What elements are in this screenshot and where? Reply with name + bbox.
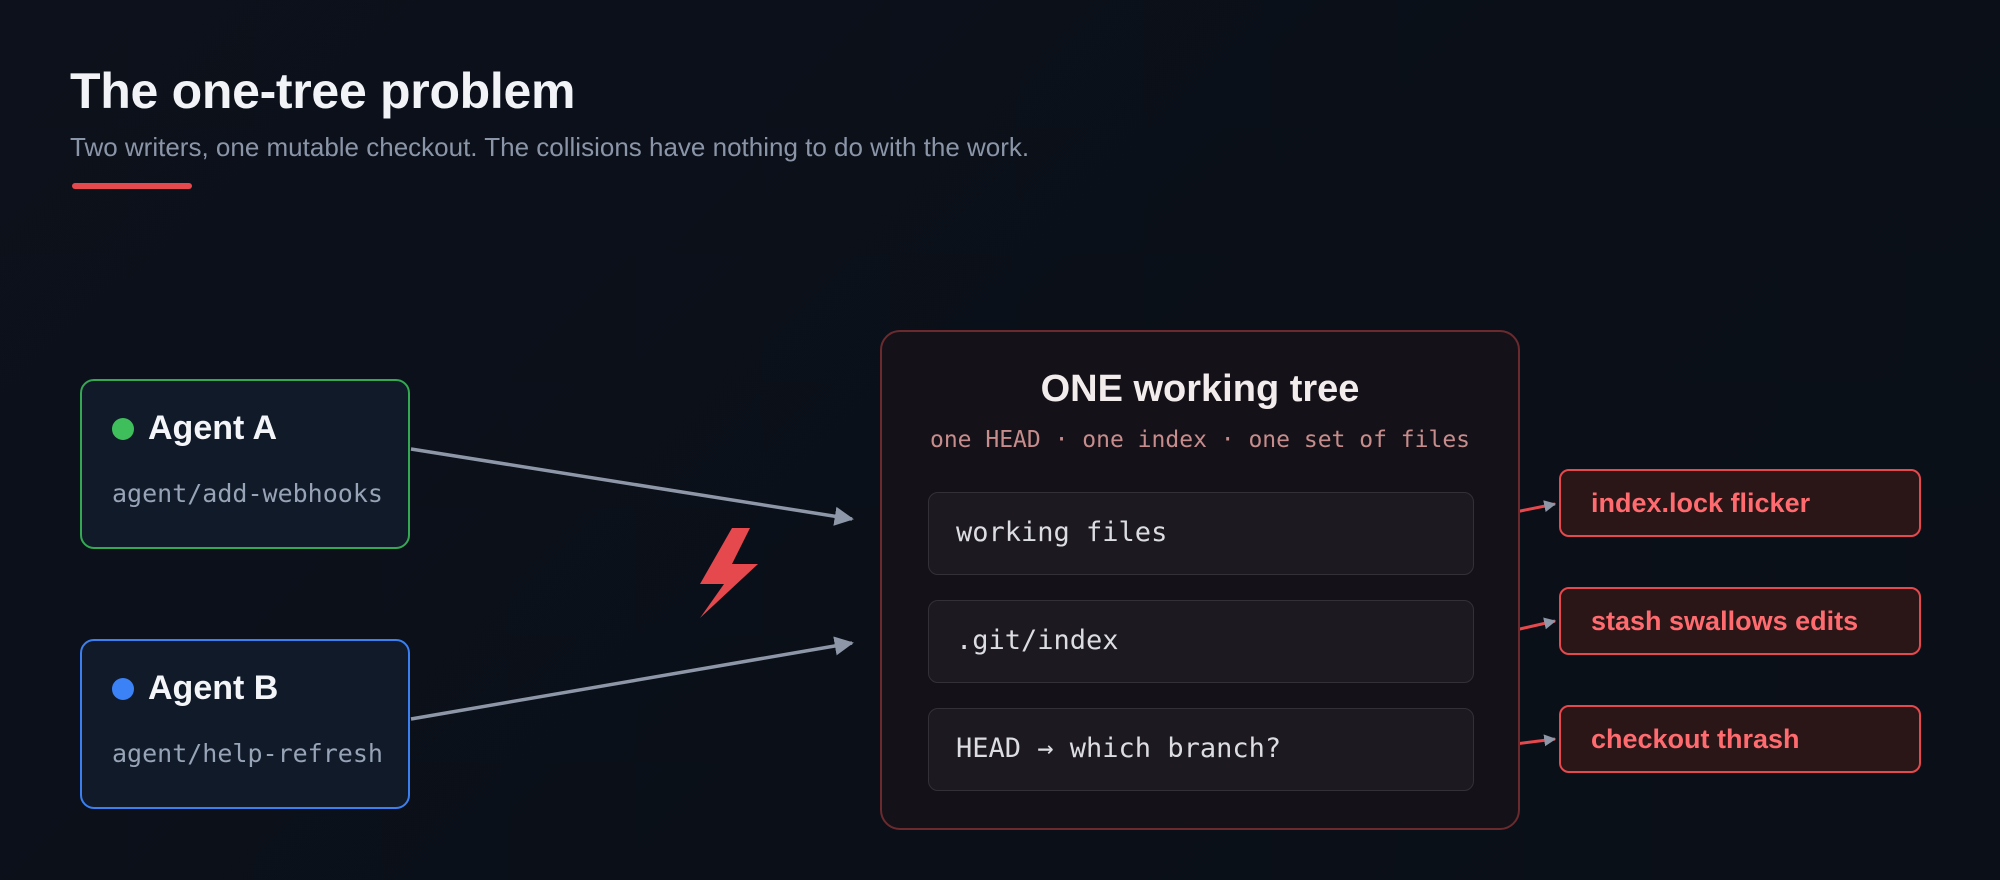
working-tree-title: ONE working tree: [1040, 368, 1360, 410]
agent-b-card: Agent B agent/help-refresh: [80, 639, 410, 809]
symptom-stash-swallows-edits: stash swallows edits: [1559, 587, 1921, 655]
working-tree-subtitle: one HEAD · one index · one set of files: [929, 427, 1471, 453]
diagram-title: The one-tree problem: [70, 63, 576, 119]
symptom-checkout-thrash: checkout thrash: [1559, 705, 1921, 773]
agent-a-status-dot: [112, 417, 134, 440]
agent-b-name: Agent B: [148, 669, 279, 707]
git-index-slot: .git/index: [928, 600, 1474, 683]
agent-b-status-dot: [112, 677, 134, 700]
title-accent-bar: [72, 183, 192, 189]
diagram-subtitle: Two writers, one mutable checkout. The c…: [70, 132, 1030, 162]
agent-a-arrow: [410, 447, 854, 526]
agent-a-name: Agent A: [148, 409, 278, 447]
agent-b-arrow: [410, 636, 854, 721]
lightning-bolt-icon: [700, 528, 758, 618]
head-branch-slot: HEAD → which branch?: [928, 708, 1474, 791]
agent-b-branch: agent/help-refresh: [112, 739, 383, 768]
agent-a-card: Agent A agent/add-webhooks: [80, 379, 410, 549]
working-files-slot: working files: [928, 492, 1474, 575]
agent-a-branch: agent/add-webhooks: [112, 479, 383, 508]
symptom-index-lock-flicker: index.lock flicker: [1559, 469, 1921, 537]
working-tree-box: ONE working tree one HEAD · one index · …: [880, 330, 1520, 830]
